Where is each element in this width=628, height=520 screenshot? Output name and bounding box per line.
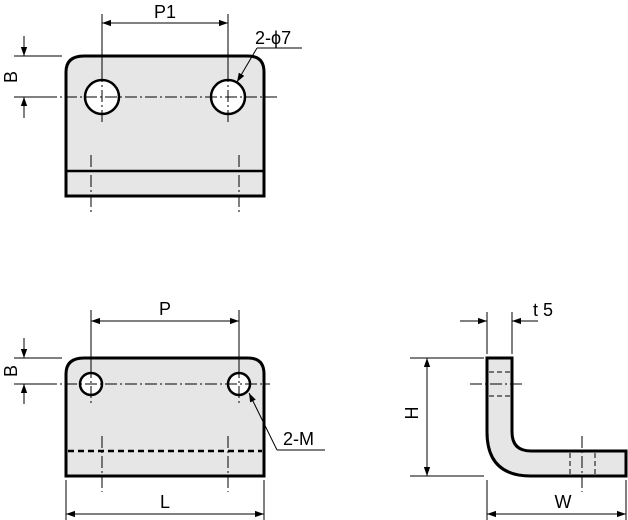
front-view-b-label: B (1, 365, 21, 377)
side-view-w-label: W (555, 492, 572, 512)
top-view: P1 2-ϕ7 B (1, 2, 302, 212)
front-view: P B 2-M L (1, 299, 325, 520)
top-view-b-label: B (1, 71, 21, 83)
front-view-body (64, 356, 266, 478)
top-view-p1-label: P1 (154, 2, 176, 22)
side-view: t 5 H W (402, 300, 628, 520)
top-view-hole-leader (236, 47, 258, 83)
front-view-l-label: L (160, 492, 170, 512)
front-view-tap-leader (248, 392, 278, 451)
top-view-hole-label: 2-ϕ7 (255, 28, 291, 48)
side-view-body (485, 356, 628, 478)
side-view-t-label: t 5 (533, 300, 553, 320)
top-view-body (64, 54, 266, 198)
side-view-h-label: H (402, 407, 422, 420)
front-view-p-label: P (159, 299, 171, 319)
front-view-tap-label: 2-M (283, 429, 314, 449)
